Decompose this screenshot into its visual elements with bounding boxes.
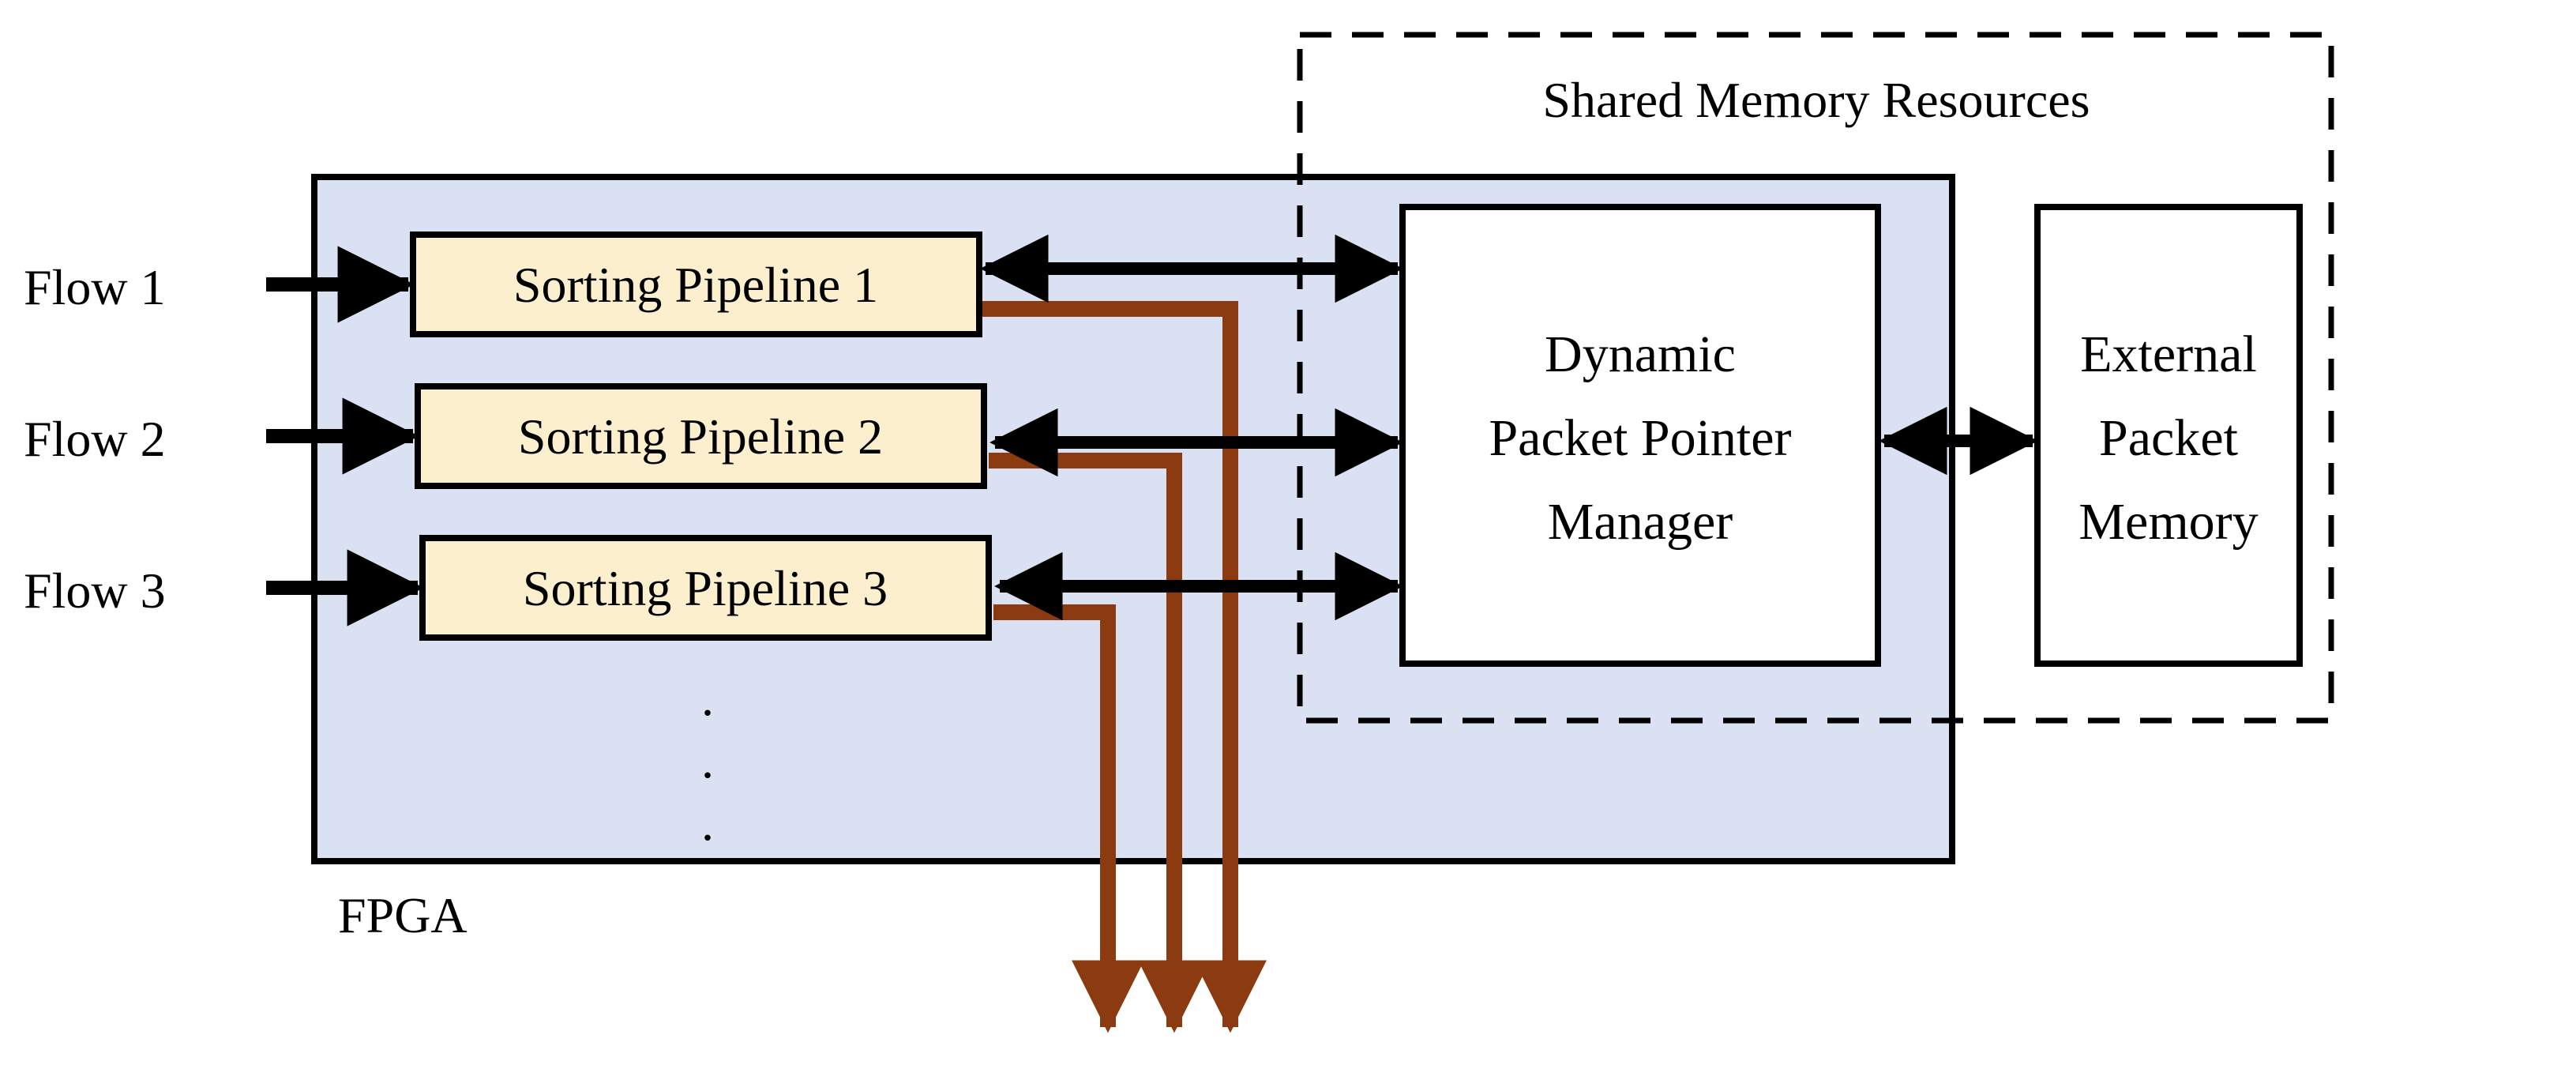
pipeline-dppm-links [980, 234, 1403, 621]
dynamic-packet-pointer-manager[interactable]: Dynamic Packet Pointer Manager [1399, 204, 1881, 667]
dppm-label-line-2: Packet Pointer [1489, 409, 1791, 467]
dynamic-packet-pointer-manager-box[interactable] [1399, 204, 1881, 667]
sorting-pipeline-2[interactable]: Sorting Pipeline 2 [415, 383, 987, 489]
flow-label-2: Flow 2 [24, 411, 166, 467]
shared-memory-region-label: Shared Memory Resources [1542, 72, 2090, 128]
sorting-pipeline-3-label: Sorting Pipeline 3 [523, 560, 888, 616]
sorting-pipeline-1[interactable]: Sorting Pipeline 1 [410, 231, 982, 337]
sorting-pipeline-2-label: Sorting Pipeline 2 [518, 408, 883, 465]
ellipsis-dot-1: . [701, 670, 714, 726]
ellipsis-dot-3: . [701, 795, 714, 851]
sorting-pipeline-1-label: Sorting Pipeline 1 [513, 257, 878, 313]
external-packet-memory-box[interactable] [2034, 204, 2303, 667]
epm-label-line-1: External [2080, 326, 2257, 383]
shared-memory-region-overlay [1297, 32, 2334, 724]
fpga-region-label: FPGA [338, 887, 468, 943]
epm-label-line-2: Packet [2099, 409, 2238, 467]
shared-memory-region-border-overlay [1297, 32, 2334, 724]
sorting-pipeline-3[interactable]: Sorting Pipeline 3 [419, 535, 992, 641]
flow-label-1: Flow 1 [24, 259, 166, 315]
dppm-label-line-1: Dynamic [1545, 326, 1736, 383]
flow-label-3: Flow 3 [24, 563, 166, 619]
ellipsis-dot-2: . [701, 732, 714, 788]
epm-label-line-3: Memory [2078, 493, 2258, 551]
pipeline-ellipsis: . . . [701, 670, 714, 851]
pipeline-1-output-arrow [979, 301, 1267, 1033]
flow-labels: Flow 1 Flow 2 Flow 3 [24, 259, 166, 619]
flow-input-arrows [266, 246, 424, 627]
external-packet-memory[interactable]: External Packet Memory [2034, 204, 2303, 667]
dppm-label-line-3: Manager [1548, 493, 1733, 551]
sorting-pipeline-3-box[interactable] [419, 535, 992, 641]
